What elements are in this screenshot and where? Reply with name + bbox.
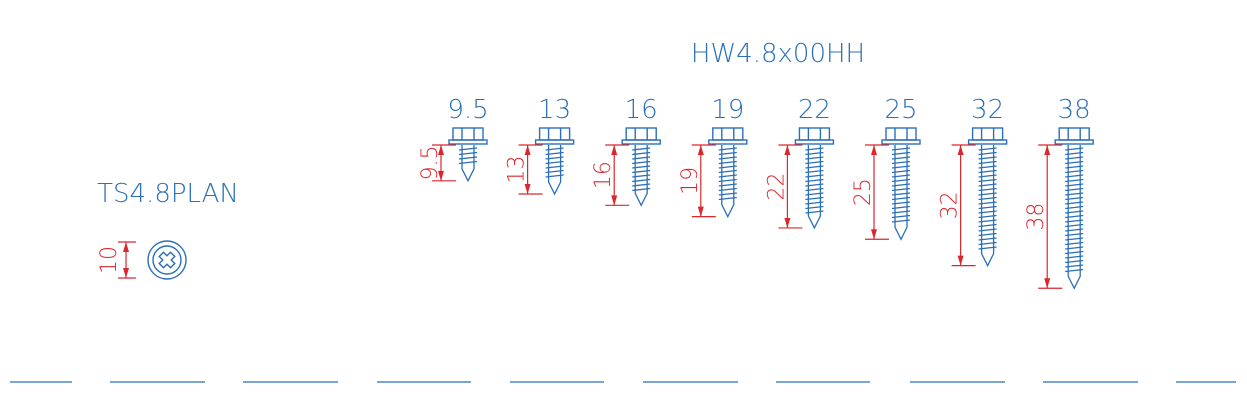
hex-head-icon (448, 127, 488, 145)
screw-6: 25 25 (851, 95, 921, 241)
screw-dimension (432, 144, 456, 182)
screw-dimension-label: 16 (591, 161, 616, 189)
screw-dimension-label: 19 (678, 167, 703, 195)
screw-5: 22 22 (764, 95, 835, 230)
phillips-head-plan-icon (147, 240, 187, 280)
screw-dimension-label: 22 (764, 172, 789, 200)
screw-2: 13 13 (505, 95, 575, 196)
screw-dimension (1038, 144, 1063, 289)
screw-dimension (865, 144, 889, 240)
screw-size-label: 32 (971, 95, 1004, 125)
screw-size-label: 22 (798, 95, 831, 125)
screw-dimension (951, 144, 976, 267)
screw-size-label: 16 (625, 95, 658, 125)
hex-head-icon (794, 127, 835, 145)
screw-shank (891, 145, 911, 241)
screw-7: 32 32 (938, 95, 1008, 268)
plan-dimension: 10 (97, 241, 136, 279)
screw-size-label: 13 (538, 95, 571, 125)
screw-shank (805, 145, 824, 230)
screw-size-label: 25 (884, 95, 917, 125)
screw-dimension (691, 144, 716, 218)
screw-size-label: 38 (1058, 95, 1091, 125)
screw-dimension-label: 13 (505, 156, 530, 184)
screw-shank (978, 145, 997, 268)
screw-dimension-label: 32 (938, 191, 963, 219)
hex-head-icon (534, 127, 575, 145)
screw-size-label: 19 (711, 95, 744, 125)
hex-head-icon (881, 127, 921, 145)
screw-shank (1065, 145, 1084, 290)
hex-head-icon (708, 127, 748, 145)
screw-dimension-label: 38 (1024, 203, 1049, 231)
screw-8: 38 38 (1024, 95, 1094, 290)
hex-head-icon (1054, 127, 1094, 145)
hex-head-icon (621, 127, 661, 145)
screw-shank (458, 145, 478, 183)
series-title: HW4.8x00HH (691, 39, 865, 69)
screw-shank (718, 145, 737, 219)
screw-dimension (605, 144, 630, 206)
hex-head-icon (967, 127, 1008, 145)
screw-shank (545, 145, 564, 196)
screw-dimension (778, 144, 803, 229)
screw-size-label: 9.5 (447, 95, 488, 125)
screw-shank (632, 145, 651, 207)
screw-dimension-label: 25 (851, 178, 876, 206)
screw-dimension (518, 144, 543, 195)
screw-1: 9.59.5 (418, 95, 489, 183)
screw-dimension-label: 9.5 (418, 145, 443, 180)
plan-dimension-label: 10 (97, 246, 122, 274)
plan-label: TS4.8PLAN (97, 179, 239, 209)
